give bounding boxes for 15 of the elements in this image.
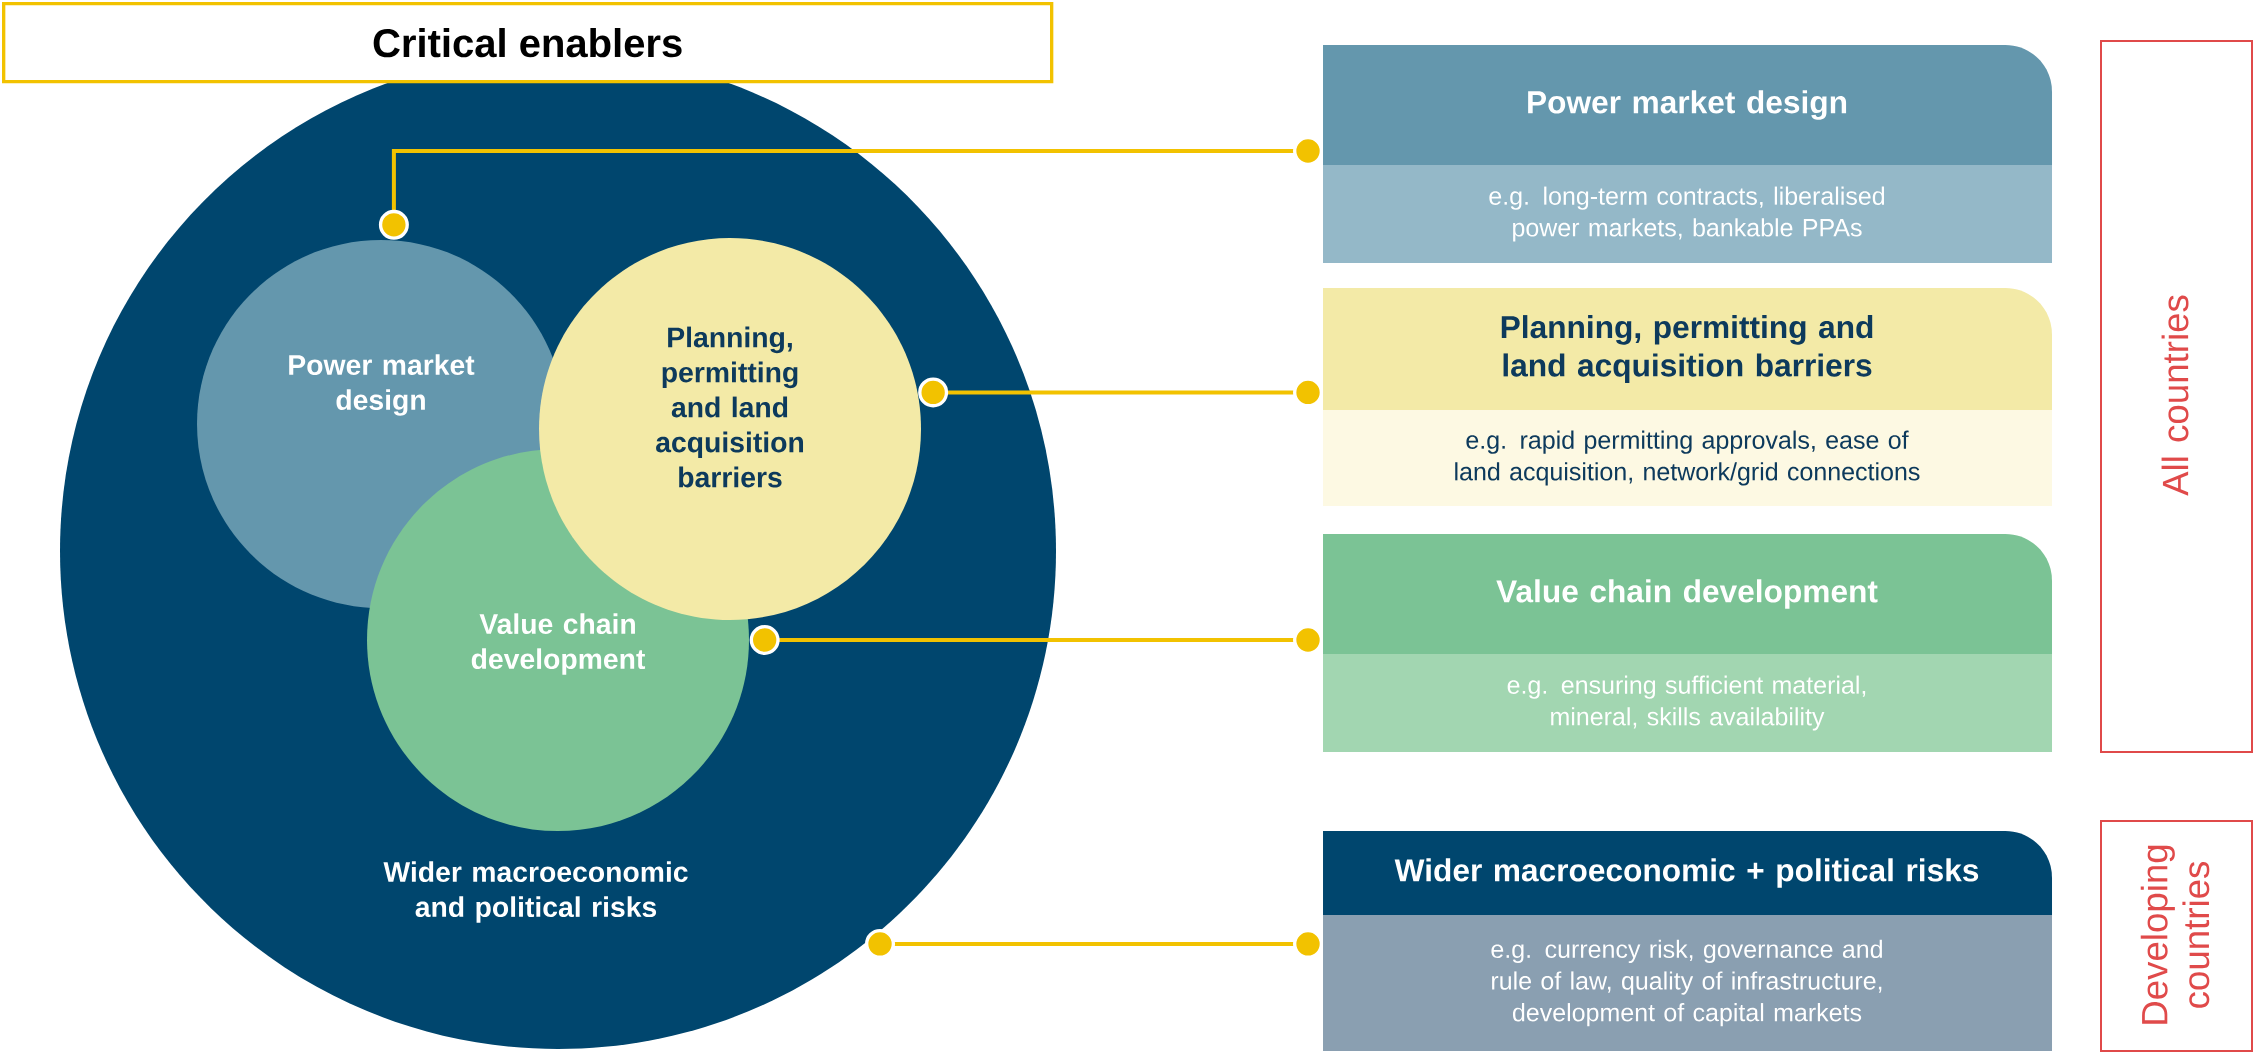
- leader-line: [865, 928, 1323, 959]
- leader-line: [378, 136, 1323, 240]
- node-label: e.g. rapid permitting approvals, ease of land acquisition, network/grid connections: [1455, 430, 1920, 486]
- leader-line: [749, 625, 1323, 655]
- node-label: e.g. long-term contracts, liberalised power markets, bankable PPAs: [1489, 186, 1885, 242]
- node-label: Wider macroeconomic + political risks: [1394, 858, 1979, 888]
- label-box: All countries: [2100, 40, 2253, 753]
- node-label: e.g. ensuring sufficient material, mineral, skills availability: [1507, 675, 1866, 731]
- title-box: Critical enablers: [2, 2, 1054, 84]
- info-card: Wider macroeconomic + political risks e.g. currency risk, governance and rule of law, quality of infrastructure, development of capital markets: [1323, 831, 2052, 1051]
- info-card: Power market design e.g. long-term contracts, liberalised power markets, bankable PPAs: [1323, 45, 2052, 263]
- info-card: Planning, permitting and land acquisition barriers e.g. rapid permitting approvals, ease of land acquisition, network/grid connections: [1323, 288, 2052, 506]
- info-card: Value chain development e.g. ensuring sufficient material, mineral, skills availability: [1323, 534, 2052, 752]
- leader-line: [918, 377, 1323, 408]
- label-box: Developing countries: [2100, 820, 2253, 1052]
